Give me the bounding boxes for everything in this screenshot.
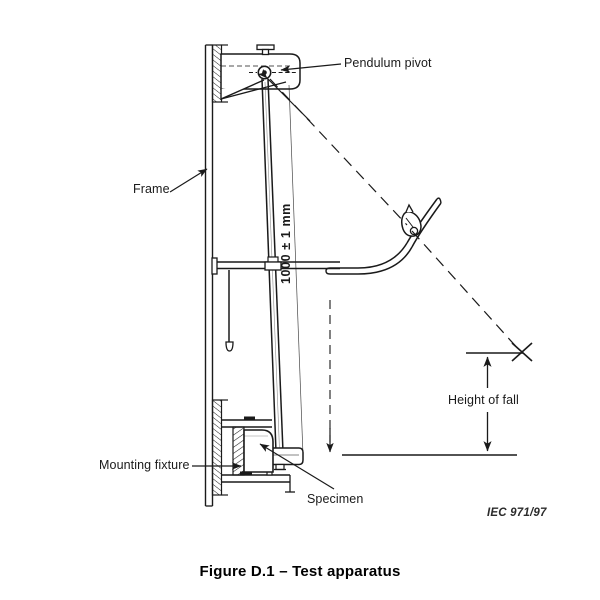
label-specimen: Specimen: [307, 492, 364, 506]
release-point-marker: [511, 342, 533, 362]
frame-column: [204, 44, 214, 507]
specimen-block: [243, 429, 274, 473]
label-mounting-fixture: Mounting fixture: [99, 458, 190, 472]
figure-caption: Figure D.1 – Test apparatus: [199, 563, 401, 580]
frame-cross-arm: [211, 256, 340, 275]
swing-arc: [269, 78, 521, 352]
arm-clamp: [400, 203, 422, 237]
height-of-fall-dimension: [342, 352, 523, 456]
leader-lines: [169, 63, 342, 490]
iec-reference-code: IEC 971/97: [487, 507, 547, 519]
label-frame: Frame: [133, 182, 170, 196]
raised-pendulum-arm: [325, 197, 442, 275]
label-height-of-fall: Height of fall: [448, 393, 519, 407]
rod-reference-line: [288, 84, 304, 456]
label-length-dimension: 1000 ± 1 mm: [279, 203, 293, 284]
bracket-bolt-icon: [256, 44, 275, 56]
frame-bottom-plate: [211, 399, 228, 496]
label-pendulum-pivot: Pendulum pivot: [344, 56, 432, 70]
plumb-line: [225, 270, 234, 352]
